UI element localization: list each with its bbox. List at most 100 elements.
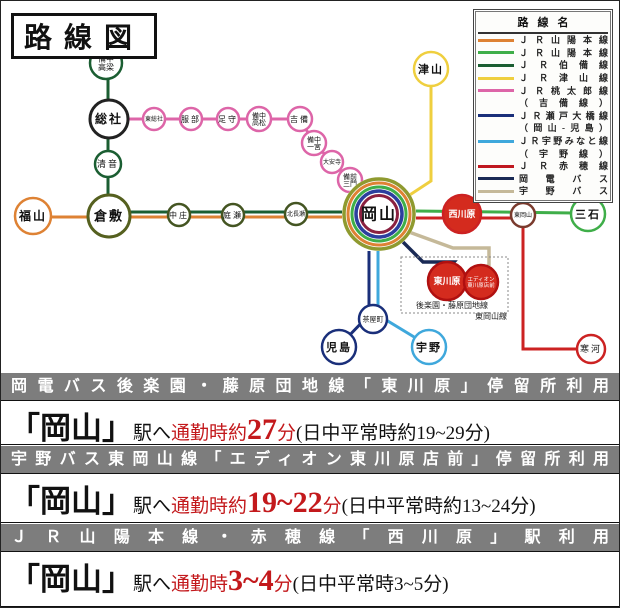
legend-label: ＪＲ山陽本線 <box>519 35 608 46</box>
station-kiyone: 清音 <box>93 149 123 179</box>
legend-line-swatch <box>478 139 514 143</box>
station-hattori: 服部 <box>178 106 204 132</box>
legend-item-jr-seto-ohashi-sub: （岡山-児島） <box>478 122 608 135</box>
legend-line-swatch <box>478 89 514 93</box>
legend-line-swatch <box>478 102 514 105</box>
station-label: エディオン東川原店前 <box>467 275 495 289</box>
commute-unit: 分 <box>273 574 293 595</box>
station-name-label: 「岡山」 <box>9 484 133 519</box>
legend-item-jr-tsuyama: ＪＲ津山線 <box>478 72 608 85</box>
legend-item-uno-bus: 宇野バス <box>478 185 608 198</box>
to-station-label: 駅へ <box>133 574 172 595</box>
access-detail-jr-nishigawara: 「岡山」 駅へ 通勤時 3~4 分 (日中平常時3~5分) <box>1 551 619 607</box>
station-label: 総社 <box>95 111 123 126</box>
station-daianji: 大安寺 <box>319 149 345 175</box>
station-fukuyama: 福山 <box>13 196 53 236</box>
station-higashi-okayama: 東岡山 <box>509 201 537 229</box>
station-label: 倉敷 <box>93 209 124 224</box>
legend-item-jr-ako: ＪＲ赤穂線 <box>478 160 608 173</box>
page-title: 路線図 <box>24 23 145 54</box>
legend-label: （吉備線） <box>519 98 608 109</box>
station-label: 庭瀬 <box>223 210 243 220</box>
station-label: 備前三門 <box>343 172 357 188</box>
station-label: 茶屋町 <box>363 314 384 323</box>
commute-minutes: 19~22 <box>247 486 323 519</box>
legend-label: ＪＲ赤穂線 <box>519 161 608 172</box>
legend-item-okaden-bus: 岡電バス <box>478 173 608 186</box>
station-chayamachi: 茶屋町 <box>357 303 389 335</box>
commute-unit: 分 <box>322 496 342 517</box>
legend-item-jr-momotaro: ＪＲ桃太郎線 <box>478 84 608 97</box>
station-label: 三石 <box>575 208 601 221</box>
station-okayama: 岡山 <box>342 177 416 251</box>
access-bar-jr-nishigawara: ＪＲ山陽本線・赤穂線「西川原」駅利用 <box>1 524 619 551</box>
to-station-label: 駅へ <box>133 496 172 517</box>
station-ashimori: 足守 <box>215 106 241 132</box>
legend-label: ＪＲ伯備線 <box>519 60 608 71</box>
station-label: 岡山 <box>361 206 397 224</box>
station-soja: 総社 <box>88 98 130 140</box>
legend-line-swatch <box>478 164 514 168</box>
legend-item-jr-hakubi: ＪＲ伯備線 <box>478 59 608 72</box>
legend-item-jr-sanyo-main-w: ＪＲ山陽本線 <box>478 34 608 47</box>
bus-line-label-2: 東岡山線 <box>475 311 507 321</box>
station-bitchu-takamatsu: 備中高松 <box>245 105 273 133</box>
daytime-minutes: (日中平常時約19~29分) <box>296 423 490 444</box>
legend-item-jr-momotaro-sub: （吉備線） <box>478 97 608 110</box>
access-detail-uno-bus: 「岡山」 駅へ 通勤時約 19~22 分 (日中平常時約13~24分) <box>1 473 619 523</box>
legend-header: 路線名 <box>478 13 608 34</box>
station-label: 足守 <box>218 114 238 124</box>
commute-prefix: 通勤時約 <box>171 423 248 444</box>
legend-line-swatch <box>478 114 514 118</box>
access-section: 岡電バス後楽園・藤原団地線「東川原」停留所利用 「岡山」 駅へ 通勤時約 27 … <box>1 372 619 607</box>
station-kurashiki: 倉敷 <box>86 193 132 239</box>
commute-prefix: 通勤時約 <box>171 496 248 517</box>
legend-line-swatch <box>478 76 514 80</box>
station-label: 東岡山 <box>514 211 532 219</box>
legend-line-swatch <box>478 127 514 130</box>
station-uno: 宇野 <box>410 328 448 366</box>
station-nakasho: 中庄 <box>166 202 192 228</box>
legend-line-swatch <box>478 189 514 193</box>
legend-label: ＪＲ宇野みなと線 <box>519 136 608 147</box>
legend-label: ＪＲ桃太郎線 <box>519 85 608 96</box>
commute-minutes: 3~4 <box>228 564 274 597</box>
station-tsuyama: 津山 <box>412 50 450 88</box>
station-label: 東川原 <box>433 275 460 286</box>
bus-line-label-1: 後楽園・藤原団地線 <box>416 300 488 310</box>
station-edion-higashikawara-mae-bus-stop: エディオン東川原店前 <box>462 263 500 301</box>
station-label: 大安寺 <box>323 158 341 166</box>
legend-item-jr-uno-minato: ＪＲ宇野みなと線 <box>478 135 608 148</box>
commute-unit: 分 <box>277 423 297 444</box>
line-jr-sanyo-main-east <box>415 209 574 215</box>
station-name-label: 「岡山」 <box>9 562 133 597</box>
station-higashi-kawara-bus-stop: 東川原 <box>426 260 468 302</box>
station-niwase: 庭瀬 <box>220 202 246 228</box>
legend-line-swatch <box>478 63 514 67</box>
legend-label: 岡電バス <box>519 173 608 184</box>
station-label: 東総社 <box>145 115 163 123</box>
station-label: 津山 <box>418 62 444 76</box>
station-bitchu-ichinomiya: 備中一宮 <box>300 129 328 157</box>
access-bar-okaden-bus: 岡電バス後楽園・藤原団地線「東川原」停留所利用 <box>1 373 619 400</box>
daytime-minutes: (日中平常時約13~24分) <box>341 496 536 517</box>
station-label: 寒河 <box>580 343 602 354</box>
station-nishigawara: 西川原 <box>441 193 483 235</box>
legend-item-jr-uno-minato-sub: （宇野線） <box>478 147 608 160</box>
legend-line-swatch <box>478 177 514 181</box>
legend-label: ＪＲ津山線 <box>519 73 608 84</box>
line-jr-tsuyama <box>398 83 433 204</box>
legend-item-jr-seto-ohashi: ＪＲ瀬戸大橋線 <box>478 110 608 123</box>
commute-prefix: 通勤時 <box>171 574 229 595</box>
legend-item-jr-sanyo-main-e: ＪＲ山陽本線 <box>478 47 608 60</box>
to-station-label: 駅へ <box>133 423 172 444</box>
legend-label: ＪＲ瀬戸大橋線 <box>519 110 608 121</box>
station-name-label: 「岡山」 <box>9 411 133 446</box>
station-samukawa: 寒河 <box>575 333 607 365</box>
legend-label: （岡山-児島） <box>519 123 608 134</box>
station-kojima: 児島 <box>320 328 358 366</box>
station-label: 宇野 <box>416 340 442 354</box>
